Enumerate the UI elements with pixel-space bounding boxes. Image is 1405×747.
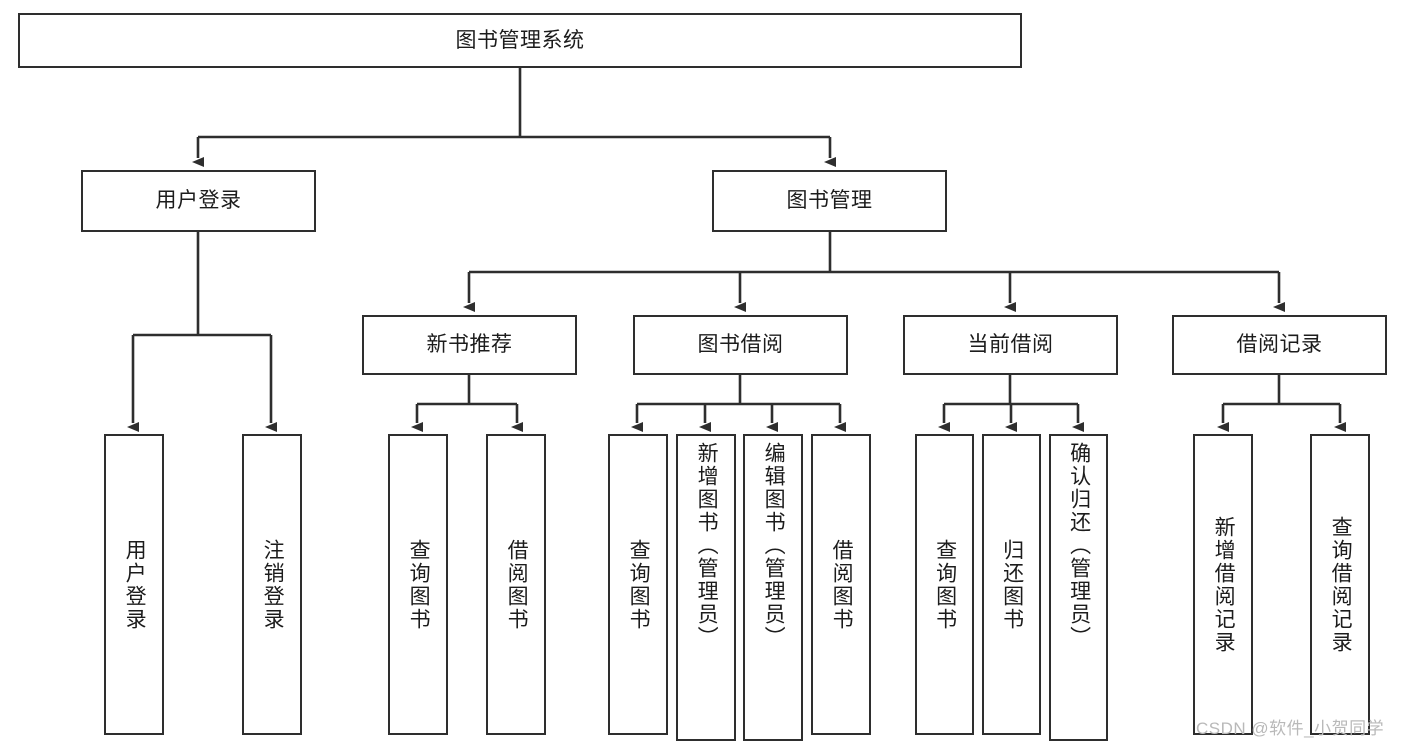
leaf-confirm-return-admin[interactable]: 确认归还（管理员）: [1049, 434, 1108, 741]
node-current-borrow[interactable]: 当前借阅: [903, 315, 1118, 375]
node-new-book-recommend[interactable]: 新书推荐: [362, 315, 577, 375]
node-label: 新增借阅记录: [1212, 515, 1236, 654]
csdn-watermark: CSDN @软件_小贺同学: [1196, 719, 1385, 738]
leaf-search-book-current[interactable]: 查询图书: [915, 434, 974, 735]
node-root-system[interactable]: 图书管理系统: [18, 13, 1022, 68]
node-label: 借阅图书: [830, 538, 854, 631]
leaf-search-book-borrow[interactable]: 查询图书: [608, 434, 668, 735]
node-label: 确认归还（管理员）: [1067, 442, 1091, 649]
node-label: 查询图书: [933, 538, 957, 631]
leaf-add-book-admin[interactable]: 新增图书（管理员）: [676, 434, 736, 741]
node-book-management[interactable]: 图书管理: [712, 170, 947, 232]
node-label: 新书推荐: [426, 333, 513, 357]
node-label: 注销登录: [261, 538, 285, 631]
node-label: 图书借阅: [697, 333, 784, 357]
leaf-add-borrow-record[interactable]: 新增借阅记录: [1193, 434, 1253, 735]
node-label: 图书管理系统: [455, 28, 585, 52]
node-label: 新增图书（管理员）: [695, 442, 719, 649]
leaf-search-book-recommend[interactable]: 查询图书: [388, 434, 448, 735]
node-label: 用户登录: [155, 189, 242, 213]
leaf-borrow-book-recommend[interactable]: 借阅图书: [486, 434, 546, 735]
node-label: 查询图书: [407, 538, 431, 631]
node-user-login[interactable]: 用户登录: [81, 170, 316, 232]
node-label: 用户登录: [123, 538, 147, 631]
node-label: 借阅图书: [505, 538, 529, 631]
leaf-user-login[interactable]: 用户登录: [104, 434, 164, 735]
node-label: 借阅记录: [1236, 333, 1323, 357]
node-book-borrow[interactable]: 图书借阅: [633, 315, 848, 375]
node-label: 编辑图书（管理员）: [762, 442, 786, 649]
leaf-borrow-book[interactable]: 借阅图书: [811, 434, 871, 735]
node-label: 查询图书: [627, 538, 651, 631]
node-label: 查询借阅记录: [1329, 515, 1353, 654]
leaf-return-book[interactable]: 归还图书: [982, 434, 1041, 735]
node-label: 图书管理: [786, 189, 873, 213]
leaf-user-logout[interactable]: 注销登录: [242, 434, 302, 735]
node-label: 当前借阅: [967, 333, 1054, 357]
node-label: 归还图书: [1000, 538, 1024, 631]
leaf-search-borrow-record[interactable]: 查询借阅记录: [1310, 434, 1370, 735]
leaf-edit-book-admin[interactable]: 编辑图书（管理员）: [743, 434, 803, 741]
node-borrow-record[interactable]: 借阅记录: [1172, 315, 1387, 375]
